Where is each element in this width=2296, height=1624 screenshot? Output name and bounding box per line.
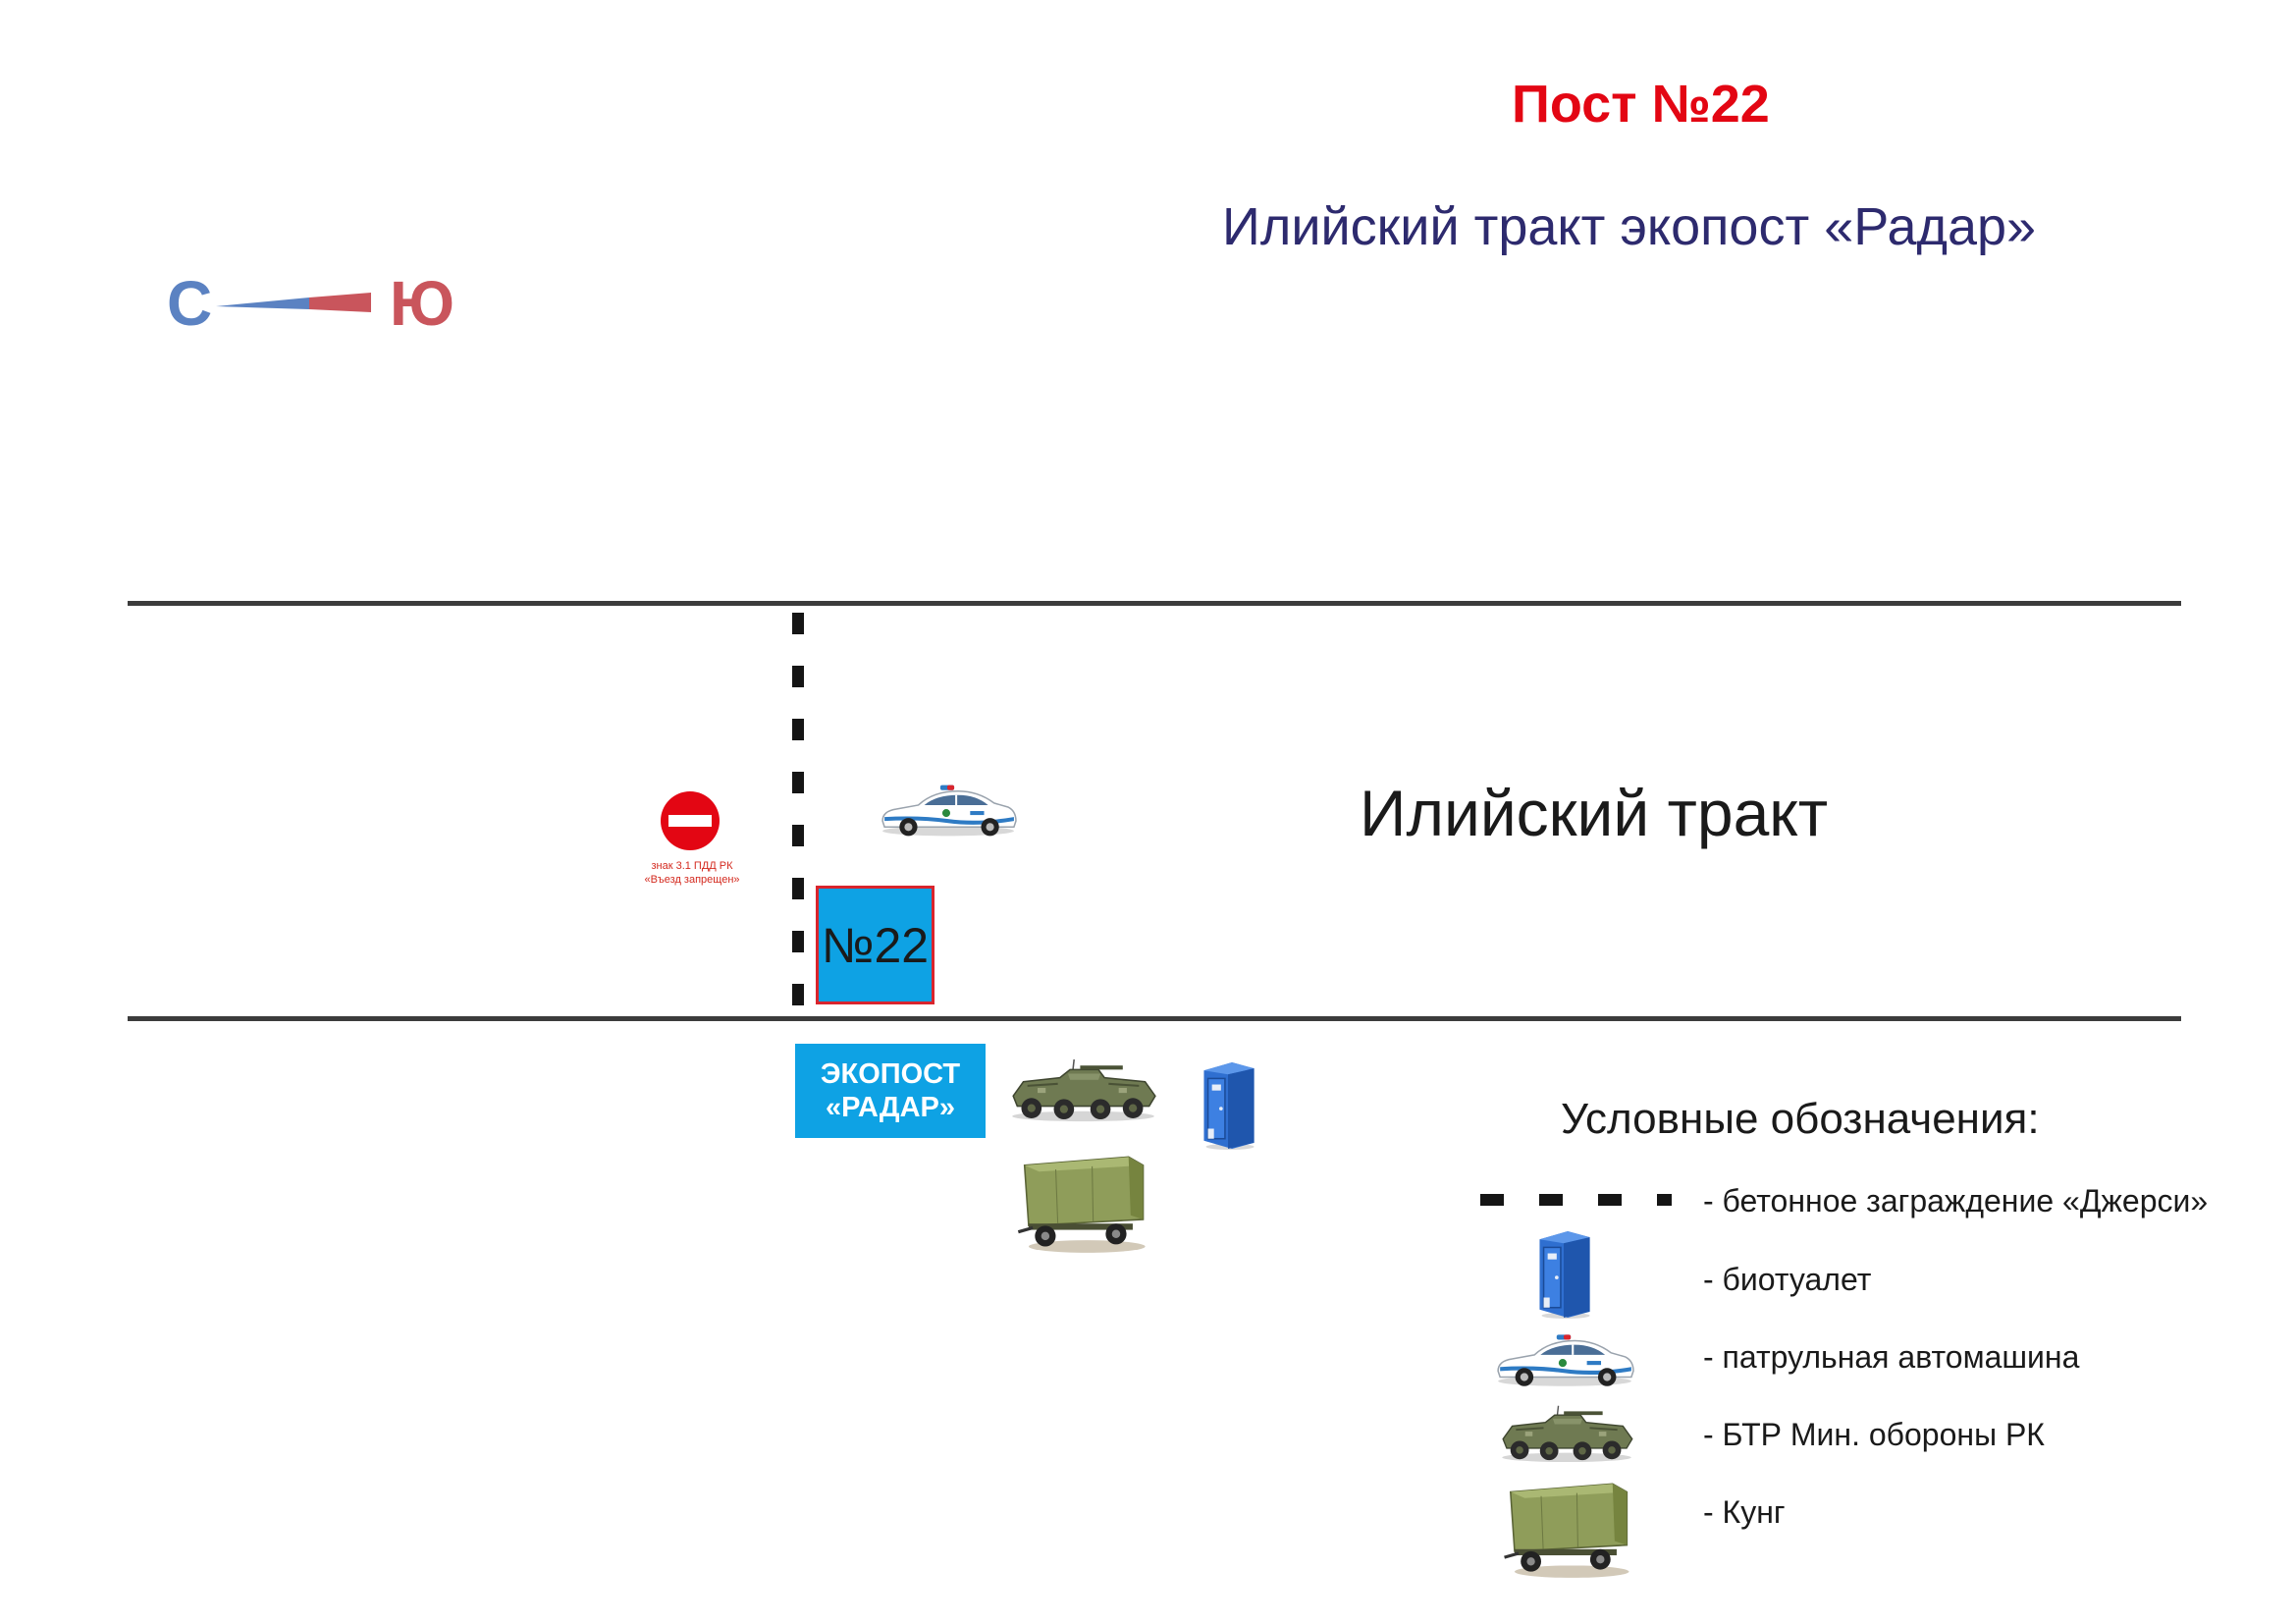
ekopost-label-box: ЭКОПОСТ «РАДАР» xyxy=(795,1044,986,1138)
portable-toilet-icon xyxy=(1196,1060,1260,1151)
legend-label-kung: - Кунг xyxy=(1703,1494,1786,1530)
patrol-car-icon xyxy=(879,781,1018,838)
legend-label-patrol-car: - патрульная автомашина xyxy=(1703,1339,2080,1375)
road-name-label: Илийский тракт xyxy=(1360,777,1829,849)
road-edge-bottom xyxy=(128,1016,2181,1021)
kung-trailer-icon xyxy=(1499,1478,1634,1580)
post-title: Пост №22 xyxy=(1512,75,1770,134)
road-edge-top xyxy=(128,601,2181,606)
compass-needle-icon xyxy=(216,285,373,320)
legend-label-barrier: - бетонное заграждение «Джерси» xyxy=(1703,1183,2209,1218)
post-box: №22 xyxy=(816,886,934,1004)
kung-trailer-icon xyxy=(1013,1151,1150,1255)
post-box-label: №22 xyxy=(821,917,930,973)
sign-caption: знак 3.1 ПДД РК «Въезд запрещен» xyxy=(609,859,775,887)
sign-caption-line1: знак 3.1 ПДД РК xyxy=(651,860,733,872)
compass-north-letter: С xyxy=(167,268,213,339)
no-entry-sign-icon xyxy=(660,790,721,851)
map-subtitle: Илийский тракт экопост «Радар» xyxy=(1222,197,2037,256)
jersey-barrier-line xyxy=(791,613,805,1017)
portable-toilet-icon xyxy=(1531,1229,1596,1320)
legend-label-toilet: - биотуалет xyxy=(1703,1262,1872,1297)
sign-caption-line2: «Въезд запрещен» xyxy=(644,874,740,886)
ekopost-line2: «РАДАР» xyxy=(825,1092,955,1123)
legend-title: Условные обозначения: xyxy=(1561,1095,2040,1143)
patrol-car-icon xyxy=(1494,1330,1635,1387)
compass-south-letter: Ю xyxy=(390,268,454,339)
barrier-dash-icon xyxy=(1480,1194,1672,1206)
apc-icon xyxy=(1007,1049,1159,1129)
ekopost-line1: ЭКОПОСТ xyxy=(820,1058,961,1090)
legend-label-apc: - БТР Мин. обороны РК xyxy=(1703,1417,2045,1452)
apc-icon xyxy=(1497,1402,1636,1463)
